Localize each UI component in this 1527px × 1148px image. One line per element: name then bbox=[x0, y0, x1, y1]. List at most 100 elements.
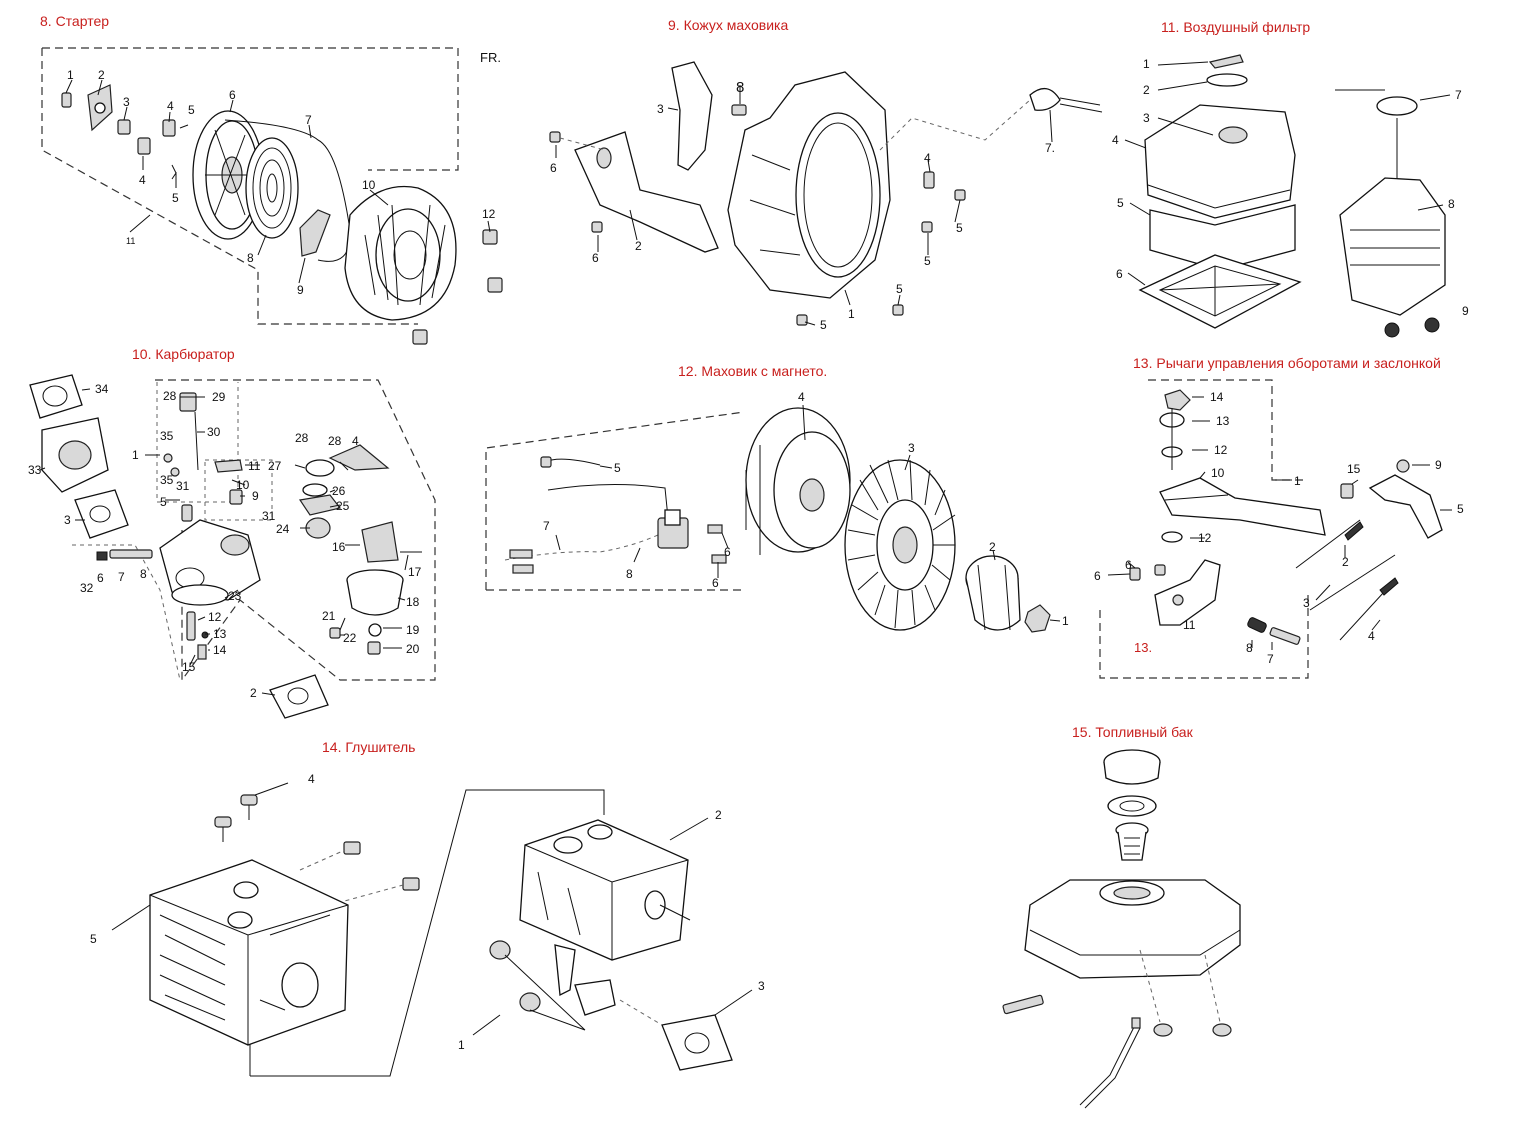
muffler-nut bbox=[489, 940, 511, 960]
section-starter: 8. Стартер FR. bbox=[40, 13, 503, 345]
section-title-levers: 13. Рычаги управления оборотами и заслон… bbox=[1133, 355, 1441, 371]
callout: 31 bbox=[176, 479, 190, 493]
callout: 5 bbox=[90, 932, 97, 946]
callout: 5 bbox=[820, 318, 827, 332]
callout: 4 bbox=[308, 772, 315, 786]
carb-throttle-lever bbox=[328, 444, 390, 471]
callout: 12 bbox=[208, 610, 222, 624]
fuel-tank-bolt bbox=[1002, 994, 1044, 1015]
callout: 32 bbox=[80, 581, 94, 595]
callout: 11 bbox=[1183, 618, 1196, 632]
section-title-fuel-tank: 15. Топливный бак bbox=[1072, 724, 1194, 740]
callout: 6 bbox=[1116, 267, 1123, 281]
governor-lever bbox=[1368, 474, 1443, 539]
section-carburetor: 10. Карбюратор bbox=[28, 346, 436, 719]
section-title-air-filter: 11. Воздушный фильтр bbox=[1161, 19, 1310, 35]
callout: 8 bbox=[247, 251, 254, 265]
callout: 5 bbox=[188, 103, 195, 117]
carb-gasket-bottom bbox=[269, 674, 329, 719]
callout: 4 bbox=[924, 151, 931, 165]
callout: 9 bbox=[252, 489, 259, 503]
fr-label: FR. bbox=[480, 50, 501, 65]
callout: 6 bbox=[712, 576, 719, 590]
section-levers: 13. Рычаги управления оборотами и заслон… bbox=[1094, 355, 1464, 679]
flywheel-nut bbox=[1024, 604, 1051, 633]
callout: 28 bbox=[295, 431, 309, 445]
callout: 3 bbox=[123, 95, 130, 109]
callout: 7 bbox=[1455, 88, 1462, 102]
muffler-gasket bbox=[661, 1014, 733, 1071]
wire-connector bbox=[1029, 88, 1061, 111]
callout: 2 bbox=[1342, 555, 1349, 569]
callout: 8 bbox=[140, 567, 147, 581]
callout: 10 bbox=[362, 178, 376, 192]
callout: 6 bbox=[1094, 569, 1101, 583]
callout: 9 bbox=[1462, 304, 1469, 318]
callout: 8 bbox=[736, 79, 744, 96]
callout: 3 bbox=[657, 102, 664, 116]
muffler-body bbox=[519, 819, 691, 1016]
fuel-strainer bbox=[1115, 822, 1149, 861]
starter-bolt bbox=[61, 92, 72, 108]
section-flywheel-cover: 9. Кожух маховика 3 8 6 2 6 bbox=[549, 17, 1103, 332]
starter-handle bbox=[299, 209, 331, 257]
callout: 35 bbox=[160, 429, 174, 443]
callout: 1 bbox=[458, 1038, 465, 1052]
levers-sub-label: 13. bbox=[1134, 640, 1152, 655]
callout: 30 bbox=[207, 425, 221, 439]
callout: 8 bbox=[1448, 197, 1455, 211]
callout: 4 bbox=[167, 99, 174, 113]
callout: 4 bbox=[1112, 133, 1119, 147]
callout: 2 bbox=[635, 239, 642, 253]
callout: 7. bbox=[1045, 141, 1055, 155]
carb-gasket-top bbox=[29, 374, 83, 419]
callout: 3 bbox=[758, 979, 765, 993]
section-title-flywheel-cover: 9. Кожух маховика bbox=[668, 17, 788, 33]
callout: 15 bbox=[1347, 462, 1361, 476]
starter-recoil-spring bbox=[245, 137, 299, 239]
callout: 5 bbox=[924, 254, 931, 268]
callout: 5 bbox=[614, 461, 621, 475]
callout: 29 bbox=[212, 390, 226, 404]
carb-float bbox=[361, 521, 399, 563]
callout: 6 bbox=[1125, 558, 1132, 572]
section-title-carburetor: 10. Карбюратор bbox=[132, 346, 235, 362]
callout: 18 bbox=[406, 595, 420, 609]
filter-base bbox=[1138, 254, 1302, 329]
carburetor-body bbox=[159, 504, 261, 606]
callout: 12 bbox=[482, 207, 496, 221]
callout: 13 bbox=[213, 627, 227, 641]
callout: 28 bbox=[328, 434, 342, 448]
flywheel-cover-main bbox=[727, 71, 891, 299]
callout: 24 bbox=[276, 522, 290, 536]
callout: 2 bbox=[715, 808, 722, 822]
callout: 13 bbox=[1216, 414, 1230, 428]
callout: 14 bbox=[213, 643, 227, 657]
callout: 5 bbox=[160, 495, 167, 509]
flywheel-magnet bbox=[745, 407, 851, 555]
filter-cover bbox=[1144, 104, 1296, 219]
starter-pawl-2 bbox=[162, 119, 176, 137]
throttle-lever-plate bbox=[1159, 477, 1326, 536]
section-title-muffler: 14. Глушитель bbox=[322, 739, 415, 755]
callout: 2 bbox=[250, 686, 257, 700]
callout: 12 bbox=[1214, 443, 1228, 457]
callout: 1 bbox=[1062, 614, 1069, 628]
fuel-cap bbox=[1103, 749, 1161, 785]
filter-washer bbox=[1206, 73, 1248, 87]
callout: 7 bbox=[118, 570, 125, 584]
section-fuel-tank: 15. Топливный бак bbox=[1002, 724, 1241, 1109]
callout: 7 bbox=[1267, 652, 1274, 666]
callout: 4 bbox=[352, 434, 359, 448]
callout: 6 bbox=[550, 161, 557, 175]
filter-wing-nut bbox=[1208, 54, 1244, 69]
callout: 1 bbox=[67, 68, 74, 82]
starter-housing bbox=[344, 185, 457, 321]
callout: 2 bbox=[1143, 83, 1150, 97]
callout: 10 bbox=[236, 478, 250, 492]
callout: 3 bbox=[1303, 596, 1310, 610]
callout: 4 bbox=[798, 390, 805, 404]
callout: 9 bbox=[297, 283, 304, 297]
fuel-line bbox=[1079, 1024, 1136, 1106]
